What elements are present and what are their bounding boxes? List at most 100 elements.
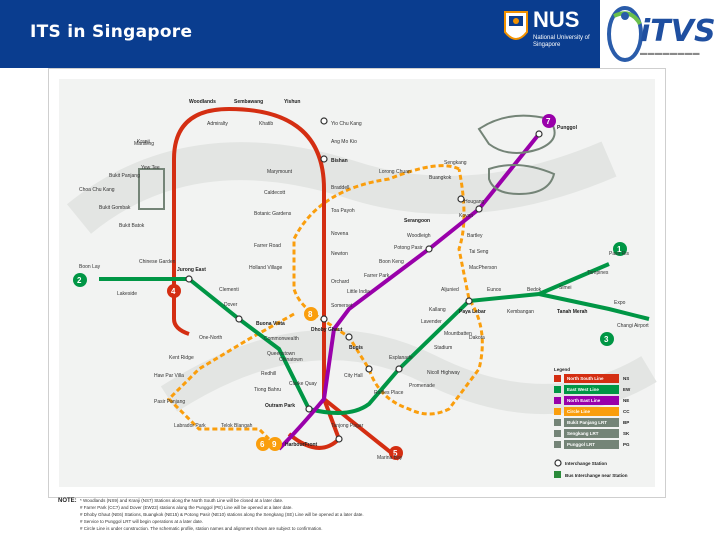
north-south-line-extension	[322, 397, 401, 461]
legend-line-icon	[554, 386, 561, 393]
station-queenstown: Queenstown	[267, 351, 295, 357]
station-bukit-gombak: Bukit Gombak	[99, 205, 131, 211]
legend-line-name: East West Line	[567, 387, 599, 392]
station-tampines: Tampines	[587, 270, 609, 276]
svg-text:1: 1	[617, 245, 622, 254]
station-farrer-road: Farrer Road	[254, 243, 281, 249]
station-bishan: Bishan	[331, 158, 348, 164]
interchange-legend-icon	[554, 459, 562, 467]
station-sengkang: Sengkang	[444, 160, 467, 166]
station-admiralty: Admiralty	[207, 121, 228, 127]
mrt-map-svg: 1 2 3 4 5 6 7 8 9 Woodlands Sembawang Yi…	[59, 79, 657, 487]
station-pasir-ris: Pasir Ris	[609, 251, 630, 257]
svg-text:4: 4	[171, 287, 176, 296]
bukit-panjang-lrt	[138, 168, 165, 210]
north-south-line	[172, 106, 342, 450]
station-woodleigh: Woodleigh	[407, 233, 431, 239]
interchange-stations	[185, 117, 543, 443]
station-labrador-park: Labrador Park	[174, 423, 206, 429]
station-chinese-garden: Chinese Garden	[139, 259, 176, 265]
station-punggol: Punggol	[557, 125, 578, 131]
legend-line-code: PG	[623, 442, 630, 447]
station-khatib: Khatib	[259, 121, 273, 127]
station-lakeside: Lakeside	[117, 291, 137, 297]
station-chinatown: Chinatown	[279, 357, 303, 363]
line-badge-5: 5	[389, 446, 403, 460]
legend-line-bar	[564, 418, 619, 427]
sengkang-lrt	[488, 164, 556, 196]
station-stadium: Stadium	[434, 345, 452, 351]
station-kembangan: Kembangan	[507, 309, 534, 315]
station-botanic-gardens: Botanic Gardens	[254, 211, 292, 217]
legend-line-code: BP	[623, 420, 629, 425]
svg-text:Legend: Legend	[554, 367, 570, 372]
legend-line-code: CC	[623, 409, 630, 414]
legend-line-name: Punggol LRT	[567, 442, 595, 447]
slide-header: ITS in Singapore NUS National University…	[0, 0, 720, 68]
nus-subtitle: National University of Singapore	[533, 35, 590, 48]
east-west-line-changi	[538, 292, 650, 321]
station-tiong-bahru: Tiong Bahru	[254, 387, 281, 393]
legend-row: East West Line EW	[554, 385, 631, 394]
station-hougang: Hougang	[464, 199, 485, 205]
legend-line-name: Circle Line	[567, 409, 591, 414]
line-badge-7: 7	[542, 114, 556, 128]
station-kallang: Kallang	[429, 307, 446, 313]
line-badge-3: 3	[600, 332, 614, 346]
north-east-line	[277, 132, 541, 451]
svg-text:3: 3	[604, 335, 609, 344]
note-line: # Dhoby Ghaut (NE6) Stations, Buangkok (…	[80, 512, 364, 517]
station-jurong-east: Jurong East	[177, 267, 206, 273]
station-harbourfront: HarbourFront	[285, 442, 318, 448]
station-tai-seng: Tai Seng	[469, 249, 489, 255]
note-line: # Service to Punggol LRT will begin oper…	[80, 519, 204, 524]
station-bukit-panjang: Bukit Panjang	[109, 173, 140, 179]
station-dover: Dover	[224, 302, 238, 308]
line-badge-2: 2	[73, 273, 87, 287]
legend-line-icon	[554, 441, 561, 448]
station-kent-ridge: Kent Ridge	[169, 355, 194, 361]
station-choa-chu-kang: Choa Chu Kang	[79, 187, 115, 193]
legend-line-code: EW	[623, 387, 631, 392]
svg-text:Interchange Station: Interchange Station	[565, 461, 607, 466]
station-newton: Newton	[331, 251, 348, 257]
itvs-swoosh-icon	[607, 6, 643, 62]
legend-line-code: SK	[623, 431, 630, 436]
legend-line-code: NE	[623, 398, 629, 403]
station-one-north: One-North	[199, 335, 223, 341]
legend-line-bar	[564, 374, 619, 383]
station-novena: Novena	[331, 231, 348, 237]
station-esplanade: Esplanade	[389, 355, 413, 361]
station-woodlands: Woodlands	[189, 99, 216, 105]
station-dhoby-ghaut: Dhoby Ghaut	[311, 327, 343, 333]
station-telok-blangah: Telok Blangah	[221, 423, 253, 429]
station-marymount: Marymount	[267, 169, 293, 175]
station-bartley: Bartley	[467, 233, 483, 239]
legend-row: Circle Line CC	[554, 407, 630, 416]
svg-text:2: 2	[77, 276, 82, 285]
legend-line-bar	[564, 440, 619, 449]
station-orchard: Orchard	[331, 279, 349, 285]
nus-logo	[503, 8, 595, 58]
station-caldecott: Caldecott	[264, 190, 286, 196]
station-farrer-park: Farrer Park	[364, 273, 390, 279]
svg-text:9: 9	[272, 440, 277, 449]
station-little-india: Little India	[347, 289, 370, 295]
east-west-line	[99, 262, 610, 415]
station-pasir-panjang: Pasir Panjang	[154, 399, 185, 405]
station-nicoll-highway: Nicoll Highway	[427, 370, 460, 376]
station-kovan: Kovan	[459, 213, 473, 219]
map-notes: NOTE: * Woodlands (NS9) and Kranji (NS7)…	[58, 497, 658, 537]
svg-text:5: 5	[393, 449, 398, 458]
map-water-band	[66, 141, 617, 234]
station-toa-payoh: Toa Payoh	[331, 208, 355, 214]
station-kranji: Kranji	[137, 139, 150, 145]
legend-line-bar	[564, 429, 619, 438]
station-bugis: Bugis	[349, 345, 363, 351]
station-buangkok: Buangkok	[429, 175, 452, 181]
legend-line-icon	[554, 419, 561, 426]
station-serangoon: Serangoon	[404, 218, 430, 224]
legend-line-bar	[564, 385, 619, 394]
